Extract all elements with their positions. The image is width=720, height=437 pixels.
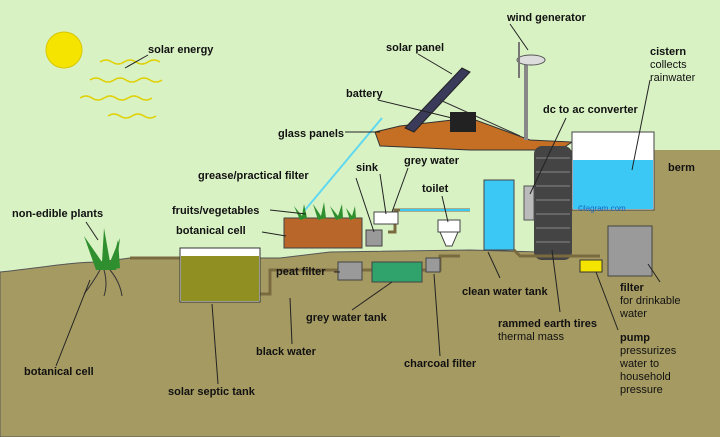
label-fruits-vegetables: fruits/vegetables — [172, 205, 260, 217]
wind-generator-body — [516, 54, 546, 66]
label-wind-generator: wind generator — [507, 12, 586, 24]
non-edible-plants — [84, 228, 120, 270]
label-dc-to-ac-converter: dc to ac converter — [543, 104, 638, 116]
label-sink: sink — [356, 162, 379, 174]
grey-water-tank — [371, 261, 423, 283]
label-rammed-earth-tires: rammed earth tires thermal mass — [498, 318, 598, 343]
label-pump-sub4: pressure — [620, 384, 663, 396]
label-cistern-sub1: collects — [650, 59, 687, 71]
label-solar-panel: solar panel — [386, 42, 445, 54]
toilet-icon — [437, 219, 461, 247]
clean-water-tank — [483, 179, 515, 251]
label-solar-energy: solar energy — [148, 44, 214, 56]
label-filter-sub1: for drinkable — [620, 295, 681, 307]
label-non-edible-plants: non-edible plants — [12, 208, 104, 220]
pump — [579, 259, 603, 273]
botanical-cell-planter — [283, 217, 363, 249]
label-thermal-mass: thermal mass — [498, 331, 565, 343]
septic-contents — [181, 256, 259, 301]
label-solar-septic-tank: solar septic tank — [168, 386, 255, 398]
label-glass-panels: glass panels — [278, 128, 345, 140]
label-botanical-cell-top: botanical cell — [176, 225, 246, 237]
label-grey-water: grey water — [404, 155, 460, 167]
label-pump-sub2: water to — [620, 358, 660, 370]
label-black-water: black water — [256, 346, 316, 358]
fruits-vegetables-plants — [294, 202, 356, 220]
label-grey-water-tank: grey water tank — [306, 312, 387, 324]
label-pump-sub3: household — [620, 371, 671, 383]
sun-icon — [45, 31, 83, 69]
glass-panels — [304, 117, 383, 211]
rammed-earth-tires — [534, 146, 572, 260]
dc-to-ac-converter — [523, 185, 535, 221]
solar-panel — [404, 67, 471, 133]
label-cistern: cistern collects rainwater — [650, 46, 696, 84]
solar-rays — [79, 59, 163, 119]
label-cistern-sub2: rainwater — [650, 72, 696, 84]
watermark: ©lagram.com — [578, 204, 626, 213]
grease-filter-box — [365, 229, 383, 247]
label-filter-sub2: water — [620, 308, 647, 320]
label-peat-filter: peat filter — [276, 266, 326, 278]
leader-lines — [55, 23, 661, 385]
label-botanical-cell-bottom: botanical cell — [24, 366, 94, 378]
label-grease-filter: grease/practical filter — [198, 170, 309, 182]
solar-panel-strut — [439, 99, 521, 137]
label-clean-water-tank: clean water tank — [462, 286, 548, 298]
label-berm: berm — [668, 162, 695, 174]
peat-filter-box — [337, 261, 363, 281]
label-battery: battery — [346, 88, 383, 100]
label-pump: pump pressurizes water to household pres… — [620, 332, 677, 396]
label-charcoal-filter: charcoal filter — [404, 358, 477, 370]
cistern-water — [573, 160, 653, 209]
label-filter: filter for drinkable water — [620, 282, 681, 320]
label-toilet: toilet — [422, 183, 449, 195]
filter-box — [607, 225, 653, 277]
berm-fill — [560, 150, 720, 437]
label-pump-sub1: pressurizes — [620, 345, 677, 357]
charcoal-filter-box — [425, 257, 441, 273]
battery — [450, 112, 476, 132]
